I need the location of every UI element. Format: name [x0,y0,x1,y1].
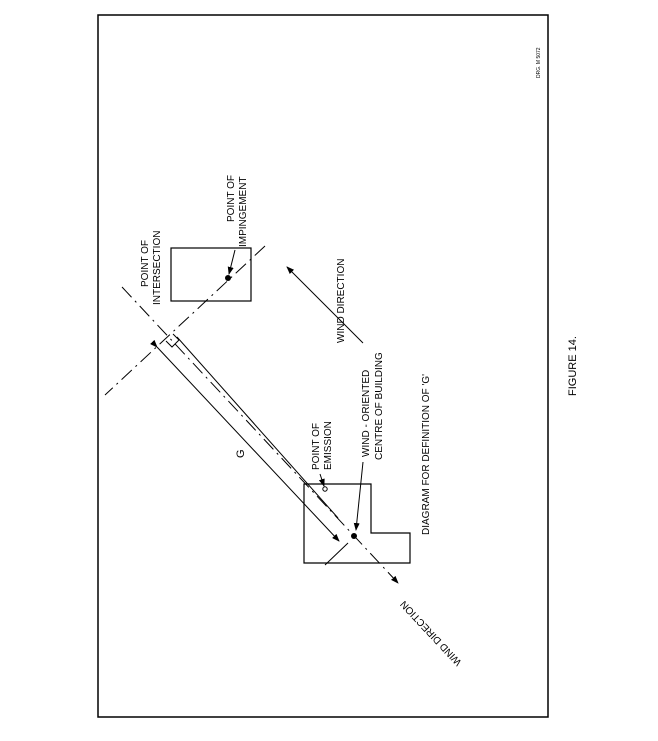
impingement-label-1: POINT OF [226,175,237,222]
wind-direction-lower-label: WIND DIRECTION [399,598,465,667]
frame-border [97,14,549,718]
diagram-caption: DIAGRAM FOR DEFINITION OF 'G' [421,374,432,535]
impingement-label-2: IMPINGEMENT [238,176,249,247]
g-extension-line [324,542,349,566]
emission-label-1: POINT OF [311,423,322,470]
centre-leader [353,461,364,531]
centre-label-1: WIND - ORIENTED [361,370,372,457]
intersection-label-2: INTERSECTION [152,231,163,305]
perpendicular-line [104,245,266,396]
wind-direction-label: WIND DIRECTION [336,259,347,343]
figure-number: FIGURE 14. [567,336,579,396]
impinged-building [170,247,252,302]
g-dimension-arrow [150,339,340,542]
emission-leader [318,473,325,487]
wind-direction-arrow [286,266,364,344]
impingement-point [225,275,231,281]
dimension-label-g: G [235,449,247,458]
centre-label-2: CENTRE OF BUILDING [374,352,385,460]
drawing-reference: DRG. M 5072 [536,47,542,78]
intersection-label-1: POINT OF [140,240,151,287]
impingement-leader [227,249,236,275]
emission-label-2: EMISSION [323,421,334,470]
wind-centreline [121,286,399,584]
emitting-building [303,483,411,564]
emission-point [322,486,328,492]
